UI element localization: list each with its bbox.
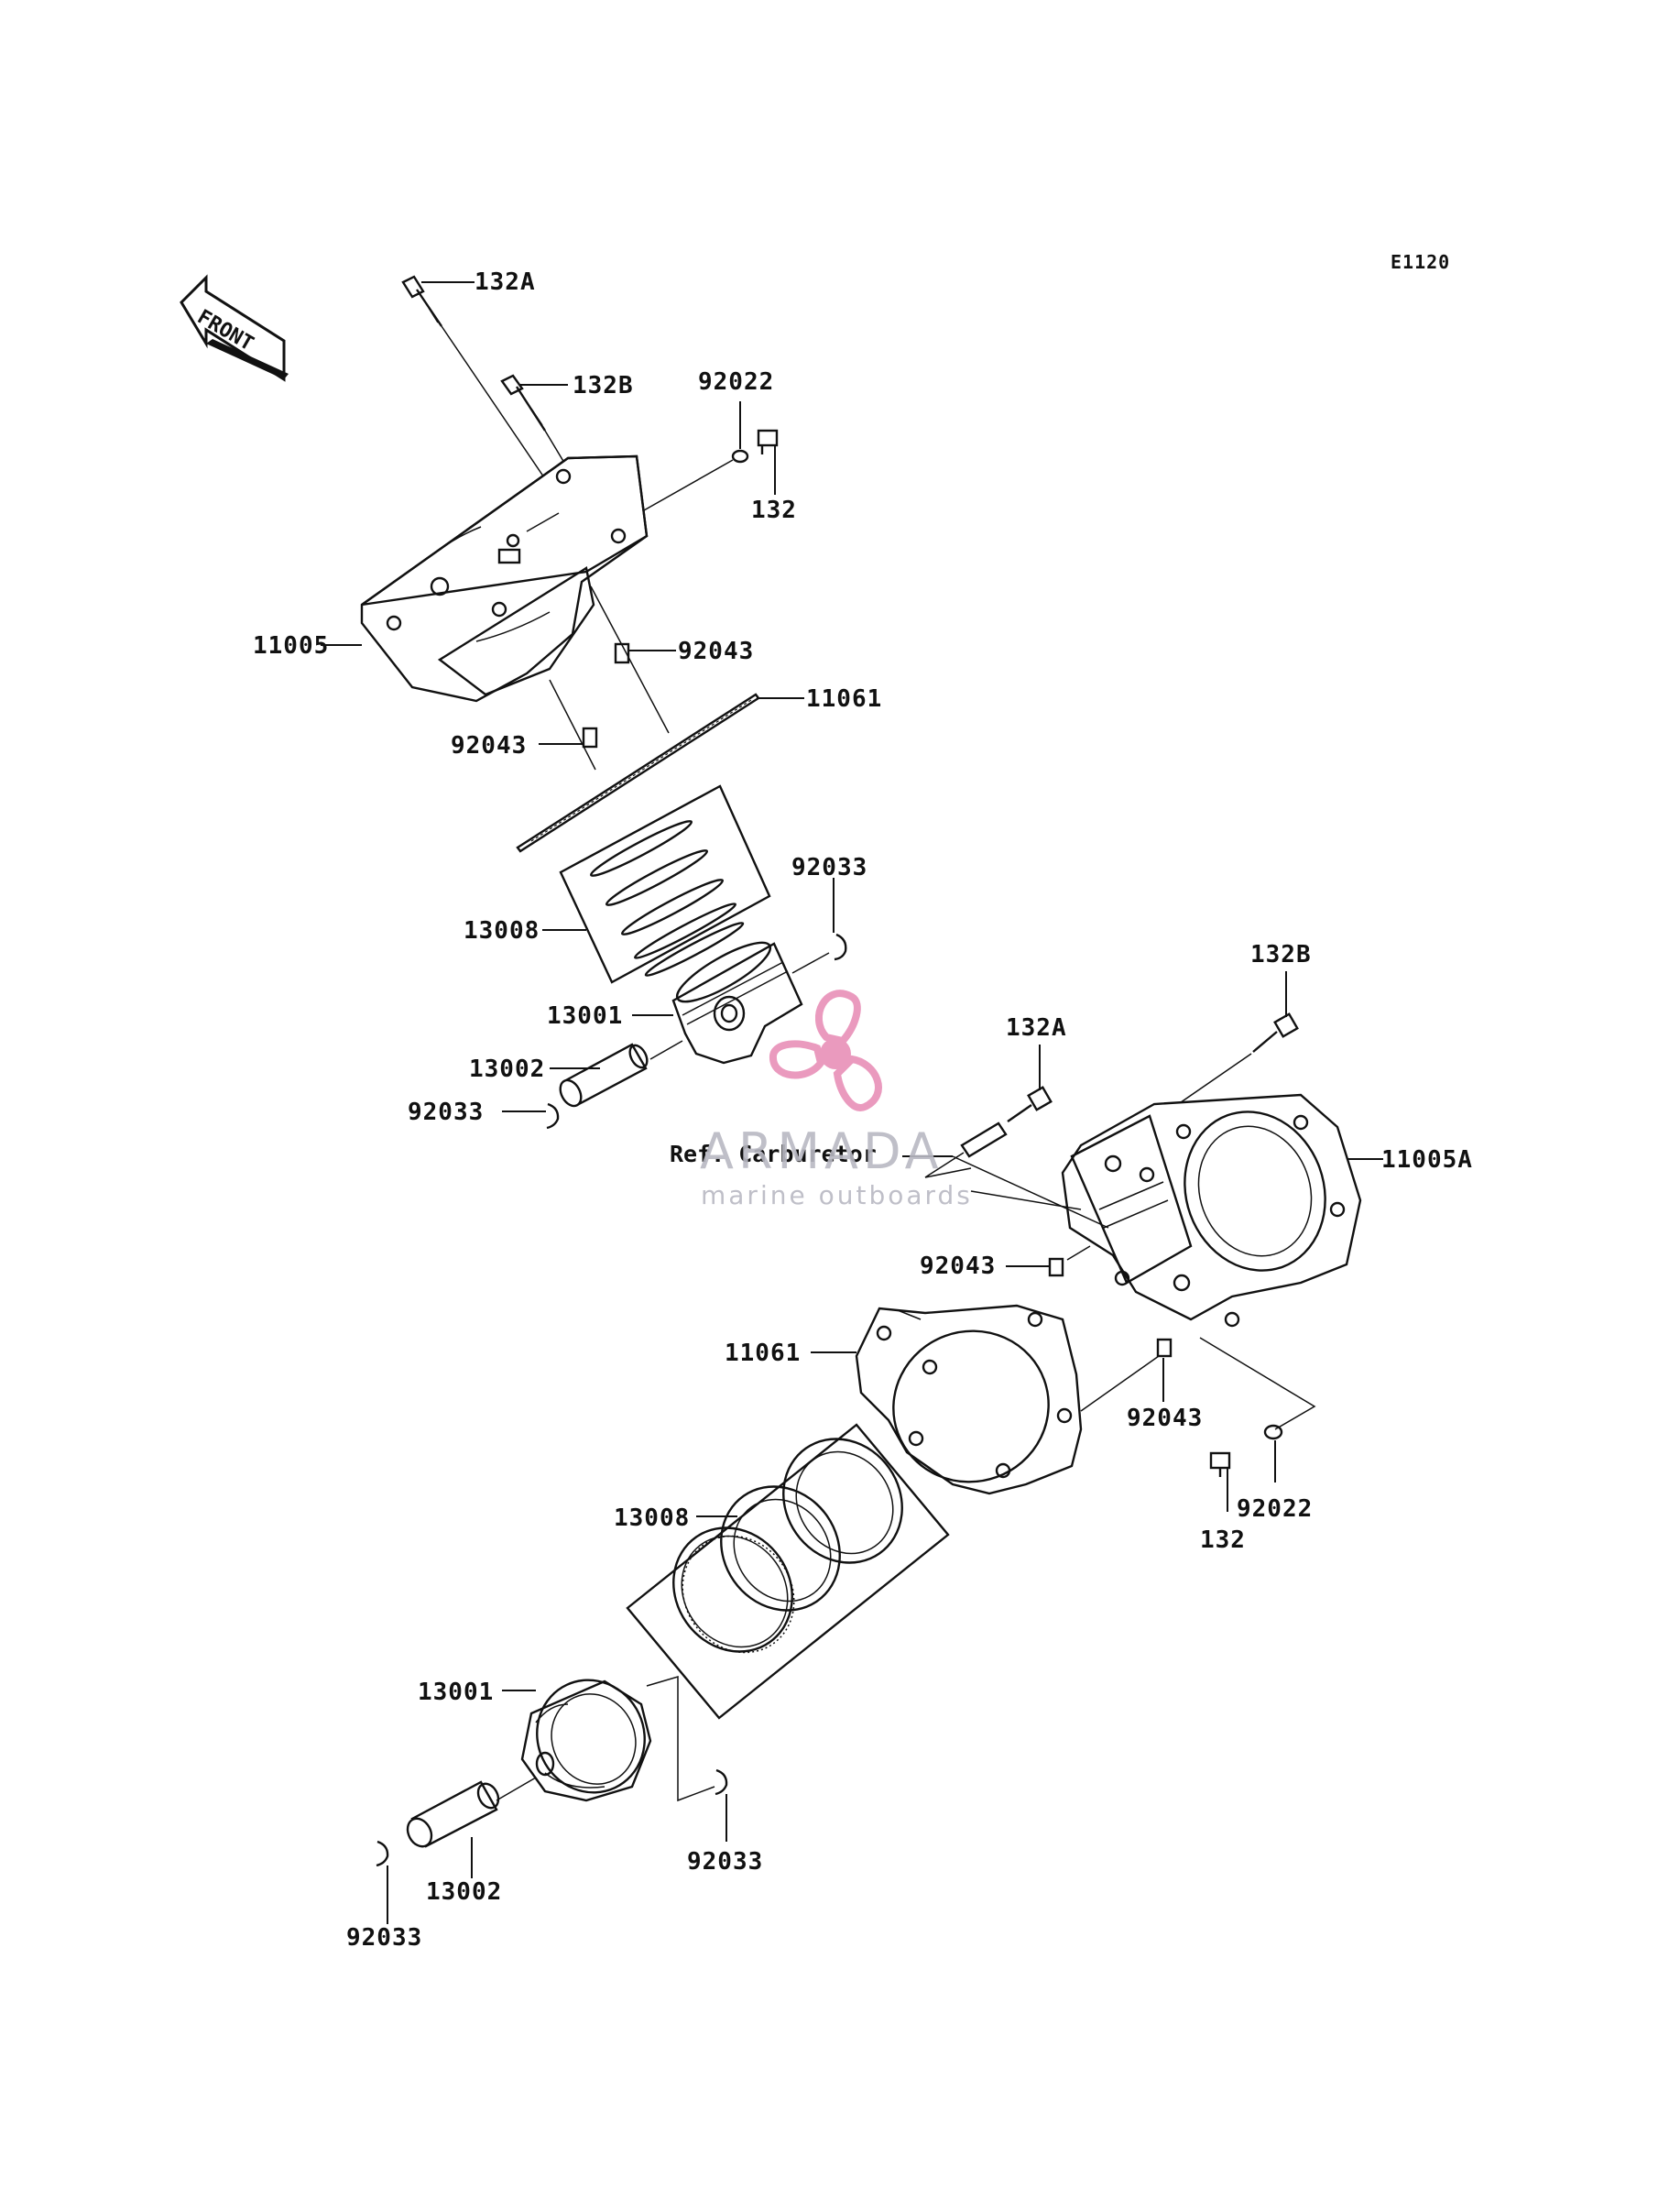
piston-13001-top-part (671, 941, 803, 1065)
piston-13001-lower-part (520, 1679, 652, 1802)
cylinder-11005a-part (1061, 1093, 1362, 1328)
label-top-rings: 13008 (464, 917, 540, 945)
label-top-bolt-short: 132B (573, 372, 634, 399)
piston-pin-13002-lower-part (406, 1780, 500, 1848)
label-right-head: 11005A (1381, 1146, 1473, 1174)
label-lower-rings: 13008 (614, 1504, 690, 1532)
label-top-dowel-left: 92043 (451, 732, 527, 760)
piston-pin-13002-top-part (559, 1043, 649, 1108)
label-top-gasket: 11061 (806, 685, 882, 713)
piston-rings-13008-lower-part (626, 1423, 950, 1720)
circlip-92033-top-right-part (834, 933, 847, 961)
circlip-92033-lower-right-part (715, 1768, 728, 1796)
label-right-gasket: 11061 (725, 1340, 801, 1367)
label-top-pin: 13002 (469, 1056, 545, 1083)
label-top-small-bolt: 132 (751, 497, 797, 524)
washer-92022-top-part (731, 449, 749, 464)
reference-note: Ref. Carburetor (670, 1141, 877, 1167)
watermark: ARMADA marine outboards (700, 990, 973, 1210)
dowel-92043-right-left-part (1048, 1257, 1064, 1277)
bolt-132-right-part (1209, 1451, 1231, 1477)
label-right-dowel-left: 92043 (920, 1253, 996, 1280)
label-lower-clip-right: 92033 (687, 1848, 763, 1876)
label-top-washer: 92022 (698, 368, 774, 396)
label-right-bolt-long: 132A (1006, 1014, 1067, 1042)
label-top-clip-right: 92033 (791, 854, 867, 881)
circlip-92033-top-left-part (546, 1102, 560, 1130)
label-top-piston: 13001 (547, 1002, 623, 1030)
dowel-92043-top-left-part (582, 727, 598, 749)
dowel-92043-right-right-part (1156, 1338, 1173, 1358)
watermark-brand: ARMADA (700, 1122, 944, 1180)
bolt-132b-right-part (1252, 1012, 1299, 1053)
label-lower-piston: 13001 (418, 1679, 494, 1706)
bolt-132-top-part (757, 429, 779, 454)
label-top-clip-left: 92033 (408, 1099, 484, 1126)
piston-rings-13008-top-part (559, 784, 771, 984)
bolt-132b-top-part (500, 374, 547, 432)
head-gasket-11061-top-part (516, 693, 760, 853)
washer-92022-right-part (1263, 1424, 1283, 1440)
label-lower-clip-left: 92033 (346, 1924, 422, 1952)
label-right-washer: 92022 (1237, 1495, 1313, 1523)
diagram-code: E1120 (1391, 251, 1450, 273)
label-lower-pin: 13002 (426, 1878, 502, 1906)
watermark-tagline: marine outboards (701, 1180, 973, 1210)
propeller-logo-icon (769, 990, 882, 1111)
label-right-bolt-short: 132B (1250, 941, 1312, 968)
label-top-dowel-right: 92043 (678, 638, 754, 665)
bolt-132a-top-part (401, 275, 442, 327)
label-top-head: 11005 (253, 632, 329, 660)
label-right-small-bolt: 132 (1200, 1526, 1246, 1554)
circlip-92033-lower-left-part (376, 1840, 389, 1867)
bolt-132a-right-part (960, 1086, 1053, 1158)
label-top-bolt-long: 132A (475, 268, 536, 296)
base-gasket-11061-part (855, 1304, 1083, 1495)
label-right-dowel-right: 92043 (1127, 1405, 1203, 1432)
part-labels: 132A 132B 92022 132 11005 92043 11061 92… (253, 268, 1473, 1952)
front-arrow-icon: FRONT (180, 274, 289, 382)
cylinder-head-11005-part (360, 454, 649, 703)
